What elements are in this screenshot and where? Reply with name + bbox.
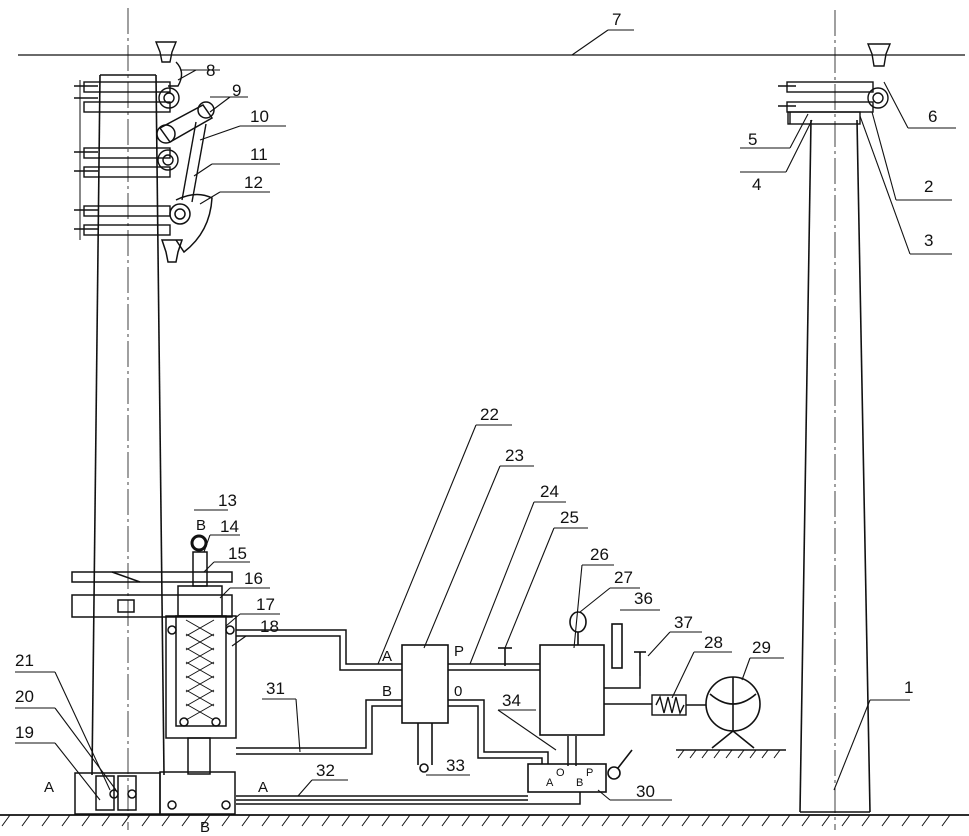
callout-18: 18	[260, 617, 279, 636]
callout-7: 7	[612, 10, 621, 29]
callout-36: 36	[634, 589, 653, 608]
callout-34: 34	[502, 691, 521, 710]
callout-19: 19	[15, 723, 34, 742]
hydraulic-cylinder	[71, 534, 237, 815]
ground	[0, 814, 969, 827]
callout-6: 6	[928, 107, 937, 126]
hydraulic-lines	[236, 629, 652, 805]
port-p-valve: P	[454, 643, 464, 660]
port-o-valve: 0	[454, 683, 462, 700]
callout-15: 15	[228, 544, 247, 563]
callout-12: 12	[244, 173, 263, 192]
callout-22: 22	[480, 405, 499, 424]
right-pole-head	[778, 43, 892, 125]
callout-26: 26	[590, 545, 609, 564]
port-a-base-right: A	[258, 779, 268, 796]
spring-coupling	[651, 694, 706, 716]
callout-23: 23	[505, 446, 524, 465]
link-rod	[157, 121, 207, 203]
callout-11: 11	[250, 145, 268, 164]
right-pole	[799, 10, 871, 830]
pump-block	[498, 611, 646, 736]
lower-arm	[160, 193, 213, 263]
left-pole	[91, 8, 165, 830]
callout-3: 3	[924, 231, 933, 250]
callout-1: 1	[904, 678, 913, 697]
left-pole-foot	[74, 772, 161, 815]
port-a-base-left: A	[44, 779, 54, 796]
directional-valve	[401, 644, 449, 773]
callout-14: 14	[220, 517, 239, 536]
electric-motor	[676, 676, 786, 759]
manual-valve	[527, 749, 633, 793]
callout-4: 4	[752, 175, 761, 194]
leader-lines	[15, 29, 956, 801]
callout-27: 27	[614, 568, 633, 587]
port-b-top: B	[196, 517, 206, 534]
swing-arm	[156, 101, 215, 144]
callout-30: 30	[636, 782, 655, 801]
port-b-base: B	[200, 819, 210, 836]
port-a-valve: A	[382, 648, 392, 665]
callout-25: 25	[560, 508, 579, 527]
callout-32: 32	[316, 761, 335, 780]
callout-16: 16	[244, 569, 263, 588]
callout-9: 9	[232, 81, 241, 100]
callout-8: 8	[206, 61, 215, 80]
callout-20: 20	[15, 687, 34, 706]
left-crossarm-brackets	[74, 80, 171, 240]
port-b-valve: B	[382, 683, 392, 700]
callout-2: 2	[924, 177, 933, 196]
v30-port-o: O	[556, 767, 565, 779]
v30-port-b: B	[576, 777, 583, 789]
callout-31: 31	[266, 679, 285, 698]
callout-10: 10	[250, 107, 269, 126]
callout-33: 33	[446, 756, 465, 775]
callout-13: 13	[218, 491, 237, 510]
callout-24: 24	[540, 482, 559, 501]
callout-29: 29	[752, 638, 771, 657]
callout-21: 21	[15, 651, 34, 670]
v30-port-a: A	[546, 777, 554, 789]
v30-port-p: P	[586, 767, 593, 779]
callout-28: 28	[704, 633, 723, 652]
callout-5: 5	[748, 130, 757, 149]
callout-17: 17	[256, 595, 275, 614]
top-clamp	[154, 41, 183, 109]
callout-37: 37	[674, 613, 693, 632]
